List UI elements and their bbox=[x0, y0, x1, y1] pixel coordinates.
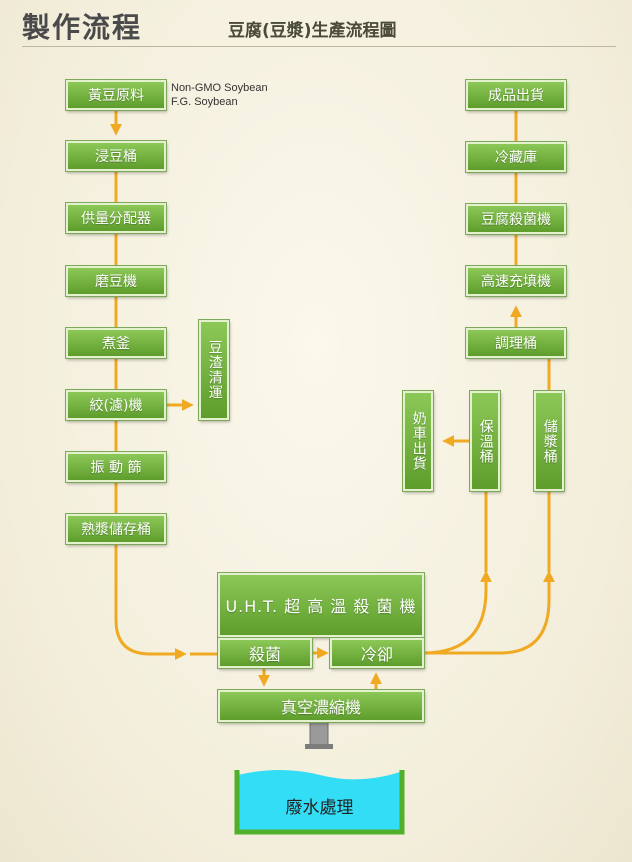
left-trunk-line bbox=[114, 170, 187, 660]
step-distributor: 供量分配器 bbox=[65, 202, 167, 234]
uht-sterilize-section: 殺菌 bbox=[217, 637, 313, 669]
step-filling-machine: 高速充填機 bbox=[465, 265, 567, 297]
soybean-note-line2: F.G. Soybean bbox=[171, 96, 238, 108]
line-cool-to-warm bbox=[422, 570, 492, 655]
step-cooker: 煮釜 bbox=[65, 327, 167, 359]
uht-cool-section: 冷卻 bbox=[329, 637, 425, 669]
step-warm-tank: 保溫桶 bbox=[469, 390, 501, 492]
step-storage-tank: 熟漿儲存桶 bbox=[65, 513, 167, 545]
diagram-subtitle: 豆腐(豆漿)生產流程圖 bbox=[228, 21, 397, 41]
vacuum-concentrator: 真空濃縮機 bbox=[217, 689, 425, 723]
page-title: 製作流程 bbox=[22, 11, 143, 44]
step-storage-slurry-tank: 儲漿桶 bbox=[533, 390, 565, 492]
step-shipping: 成品出貨 bbox=[465, 79, 567, 111]
waste-water bbox=[238, 770, 400, 832]
step-cold-storage: 冷藏庫 bbox=[465, 141, 567, 173]
waste-pipe-flange bbox=[305, 744, 333, 749]
waste-tank bbox=[234, 770, 405, 835]
waste-pipe bbox=[309, 721, 329, 747]
uht-sterilizer: U.H.T. 超 高 溫 殺 菌 機 bbox=[217, 572, 425, 638]
waste-water-label: 廢水處理 bbox=[285, 797, 354, 818]
step-raw-soybean: 黃豆原料 bbox=[65, 79, 167, 111]
soybean-note: Non-GMO Soybean F.G. Soybean bbox=[171, 81, 268, 109]
step-grinder: 磨豆機 bbox=[65, 265, 167, 297]
header-divider bbox=[22, 46, 616, 47]
soybean-note-line1: Non-GMO Soybean bbox=[171, 82, 268, 94]
step-press: 絞(濾)機 bbox=[65, 389, 167, 421]
step-vibrating-sieve: 振 動 篩 bbox=[65, 451, 167, 483]
line-cool-to-storage bbox=[423, 570, 555, 655]
step-mixing-tank: 調理桶 bbox=[465, 327, 567, 359]
step-residue-removal: 豆渣清運 bbox=[198, 319, 230, 421]
step-tofu-sterilizer: 豆腐殺菌機 bbox=[465, 203, 567, 235]
step-milk-truck: 奶車出貨 bbox=[402, 390, 434, 492]
step-soak-tank: 浸豆桶 bbox=[65, 140, 167, 172]
